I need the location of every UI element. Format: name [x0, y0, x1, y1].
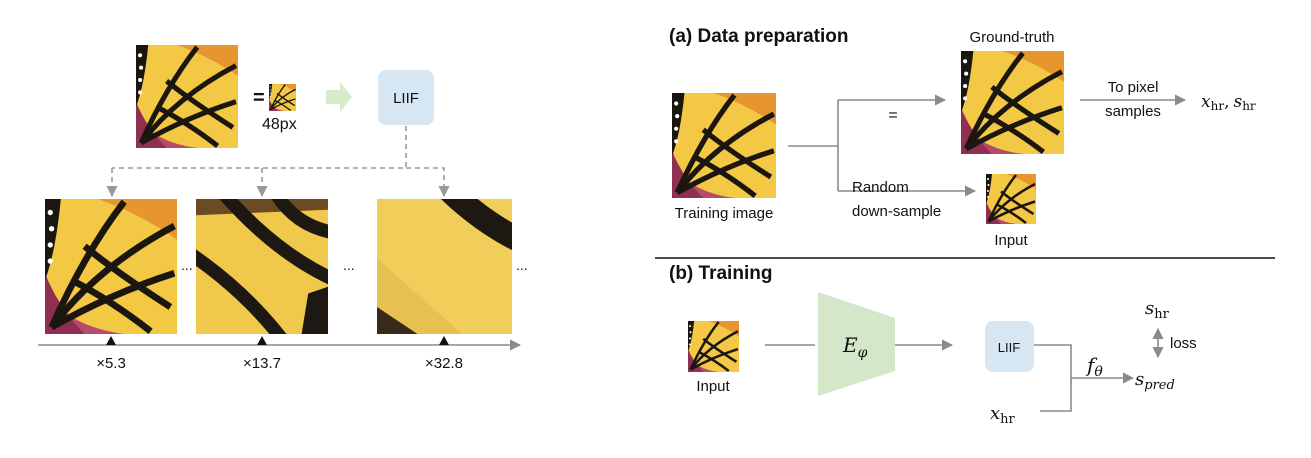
- training-panel: (b) Training Input Eφ LIIF xhr fθ shr lo…: [669, 263, 1197, 427]
- output-expression: xhr,shr: [1201, 92, 1256, 113]
- low-res-patch: [269, 84, 296, 111]
- green-arrow-icon: [326, 82, 352, 112]
- scale-marker-2: [257, 336, 267, 345]
- output-s: s: [1233, 92, 1242, 112]
- liif-box: [378, 70, 434, 125]
- encoder-trapezoid: [818, 292, 895, 396]
- samples-label: samples: [1105, 103, 1161, 120]
- scale-label-3: ×32.8: [425, 355, 463, 372]
- section-a-title: (a) Data preparation: [669, 26, 848, 47]
- left-panel: = 48px LIIF ... ... ... ×5.3 ×13.7 ×32.8: [38, 45, 528, 372]
- input-image-b: [688, 321, 739, 372]
- s-hr-s: s: [1145, 298, 1154, 319]
- liif-box-b-label: LIIF: [998, 340, 1020, 355]
- input-label-b: Input: [696, 378, 730, 395]
- random-label: Random: [852, 179, 909, 196]
- scale-marker-1: [106, 336, 116, 345]
- loss-label: loss: [1170, 335, 1197, 352]
- x-hr-label: xhr: [990, 403, 1016, 427]
- scale-label-1: ×5.3: [96, 355, 126, 372]
- s-pred-label: spred: [1135, 369, 1175, 393]
- input-label-a: Input: [994, 232, 1028, 249]
- output-comma: ,: [1224, 92, 1229, 112]
- scale-marker-3: [439, 336, 449, 345]
- input-image-a: [986, 174, 1036, 224]
- dashed-connector: [112, 126, 407, 169]
- scale-label-2: ×13.7: [243, 355, 281, 372]
- s-pred-s: s: [1135, 369, 1144, 390]
- zoom-image-2: [196, 199, 328, 334]
- ground-truth-label: Ground-truth: [969, 29, 1054, 46]
- x-hr-x: x: [990, 403, 1000, 424]
- equals-sign: =: [253, 87, 265, 109]
- training-image: [672, 93, 776, 198]
- training-image-label: Training image: [675, 205, 774, 222]
- dashed-arrow-3: [406, 167, 450, 198]
- s-hr-sub: hr: [1154, 307, 1169, 322]
- output-x: x: [1201, 92, 1211, 112]
- liif-box-label: LIIF: [393, 90, 419, 107]
- f-sub: θ: [1094, 364, 1103, 380]
- zoom-image-3: [377, 199, 512, 334]
- encoder-sub: φ: [858, 345, 868, 361]
- section-b-title: (b) Training: [669, 263, 772, 284]
- s-pred-sub: pred: [1144, 378, 1175, 393]
- ground-truth-image: [961, 51, 1064, 154]
- ellipsis-3: ...: [516, 257, 528, 273]
- liif-box-b: [985, 321, 1034, 372]
- encoder-label: Eφ: [842, 333, 868, 361]
- s-hr-label: shr: [1145, 298, 1170, 322]
- data-preparation-panel: (a) Data preparation Ground-truth Traini…: [669, 26, 1256, 249]
- ellipsis-2: ...: [343, 257, 355, 273]
- zoom-image-1: [45, 199, 177, 334]
- ellipsis-1: ...: [181, 257, 193, 273]
- to-pixel-label: To pixel: [1108, 79, 1159, 96]
- x-hr-sub: hr: [1000, 412, 1015, 427]
- downsample-label: down-sample: [852, 203, 941, 220]
- butterfly-image: [136, 45, 238, 148]
- output-x-sub: hr: [1211, 99, 1225, 113]
- liif-fusion-line: [1034, 344, 1072, 412]
- f-theta-label: fθ: [1085, 353, 1103, 380]
- patch-size-label: 48px: [262, 116, 297, 133]
- equals-sign-a: =: [888, 107, 897, 124]
- encoder-e: E: [842, 333, 858, 357]
- output-s-sub: hr: [1242, 99, 1256, 113]
